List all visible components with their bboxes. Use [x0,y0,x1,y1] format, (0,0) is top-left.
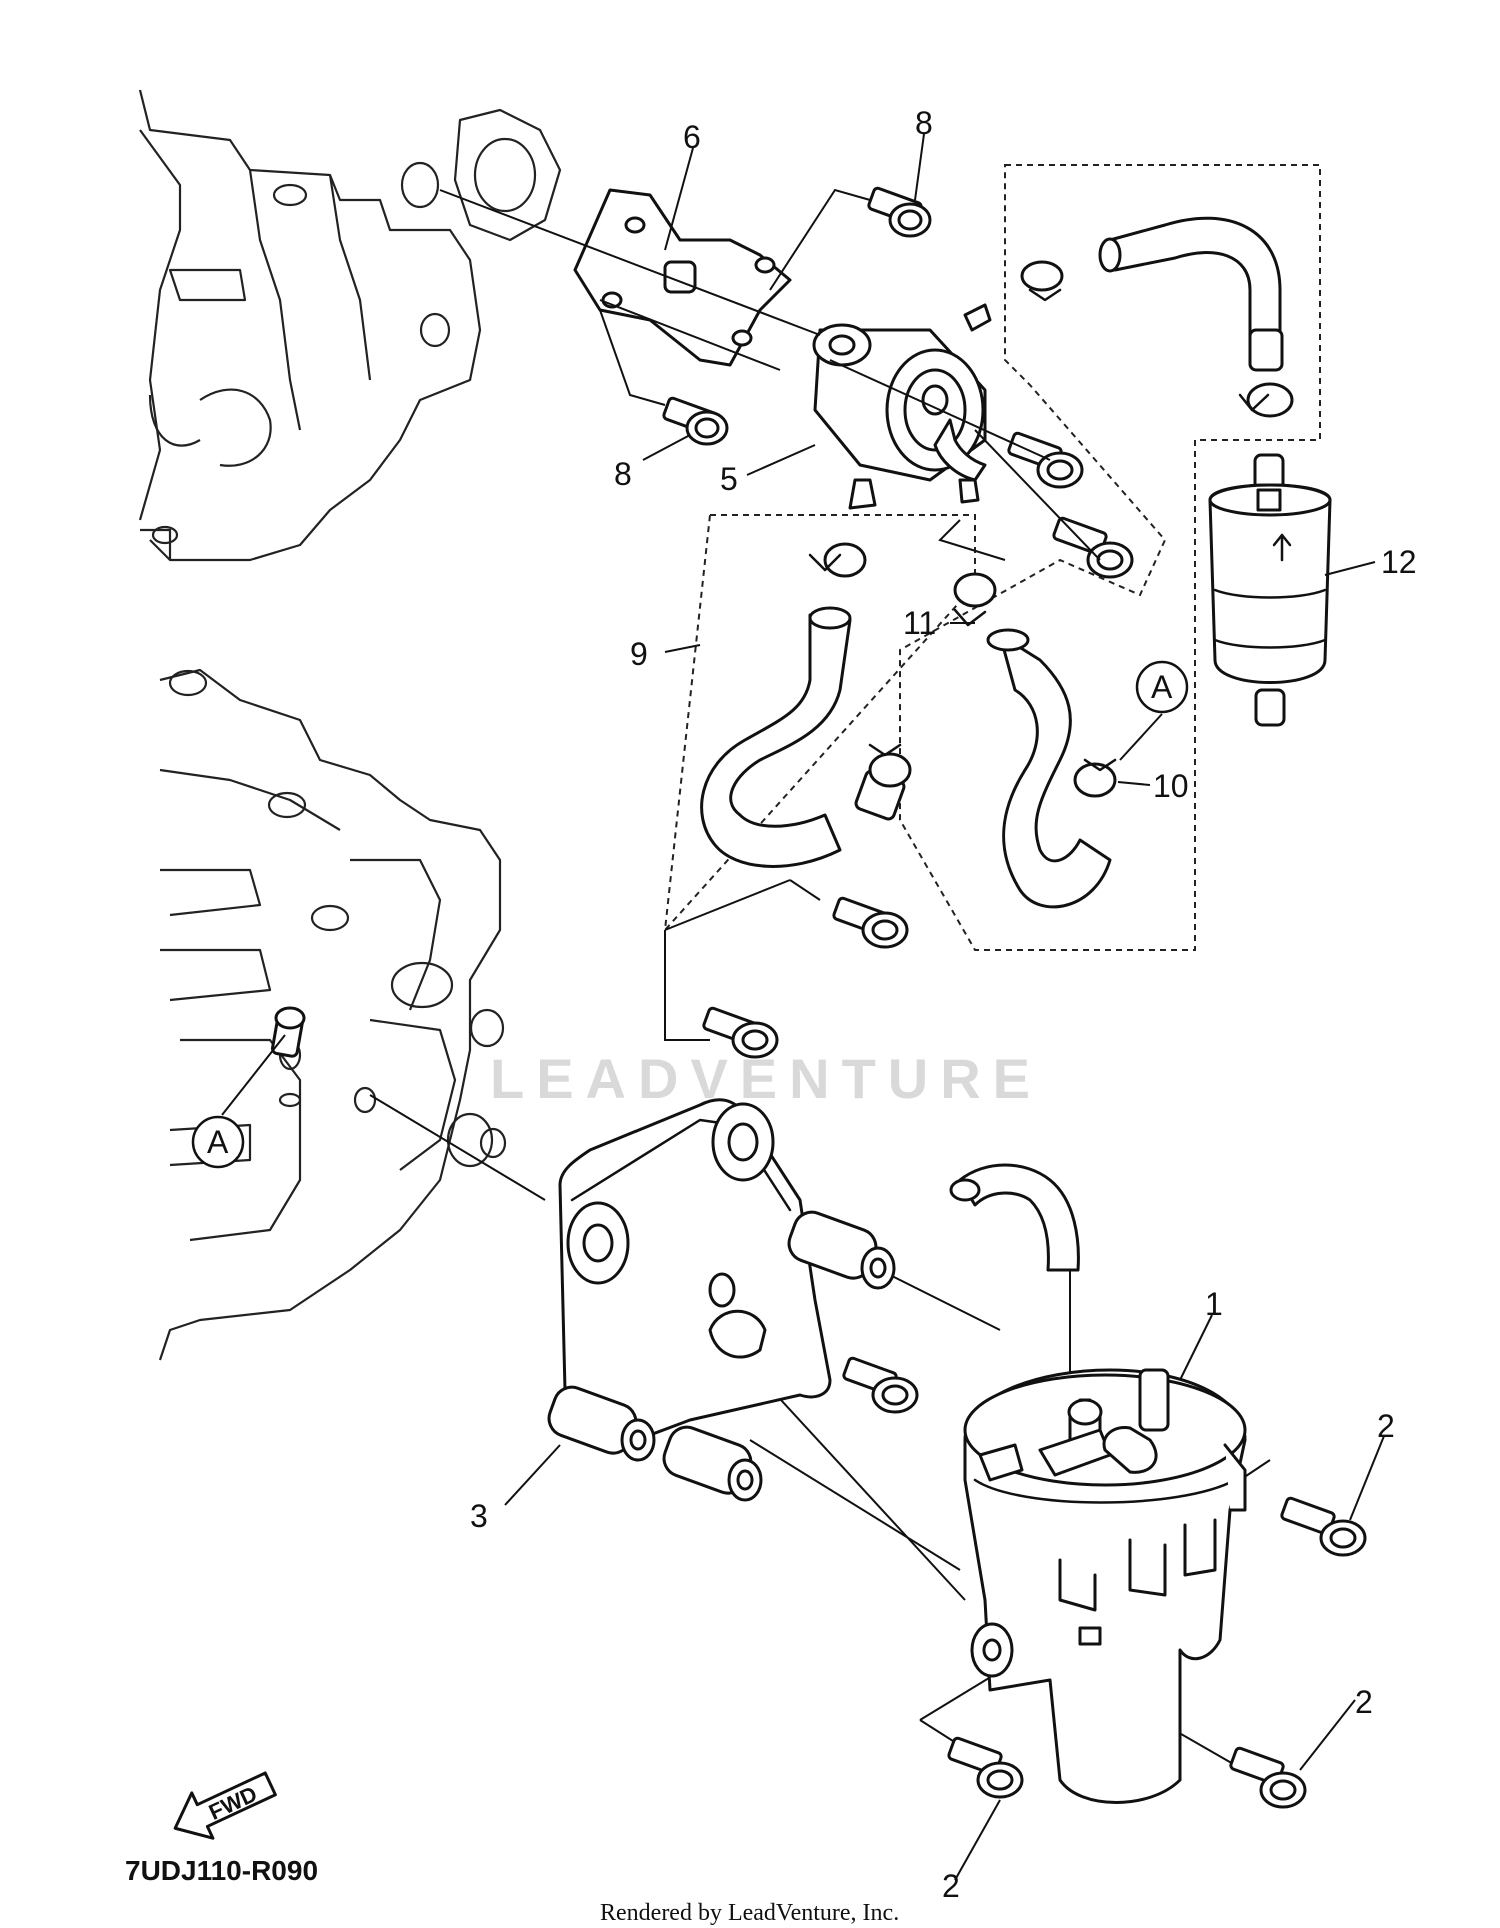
bolt-bracket-a [832,896,909,949]
callout-leaders [221,133,1385,1881]
callout-9: 9 [630,636,648,672]
fuel-hose-right [986,628,1112,909]
upper-fuel-hose [1098,216,1284,372]
bolt-upper-8 [867,186,932,238]
bolt-bracket-c [842,1356,919,1414]
inline-fuel-filter [1208,453,1332,727]
fwd-direction-arrow: FWD [173,1771,277,1840]
callout-11: 11 [903,605,936,641]
callout-8-lower: 8 [614,456,632,492]
bolt-pump-right-a [1007,431,1084,489]
callout-2-bottom: 2 [942,1868,960,1904]
reference-marker-a-lower: A [191,1115,245,1169]
bolt-separator-bottom-left [947,1736,1024,1799]
callout-12: 12 [1381,544,1417,580]
callout-10: 10 [1153,768,1189,804]
svg-text:A: A [1151,669,1173,705]
bolt-separator-bottom-right [1229,1746,1307,1809]
callout-6: 6 [683,119,701,155]
bracket-mount-bushing-bottom [662,1425,763,1502]
diagram-code: 7UDJ110-R090 [125,1855,318,1886]
pump-mounting-plate [573,188,792,367]
fuel-filter-group-box [899,164,1321,951]
hose-clip-pump-left [808,542,867,578]
callout-3: 3 [470,1498,488,1534]
hose-clip-filter [1238,382,1294,418]
callout-1: 1 [1205,1286,1223,1322]
callout-2-right: 2 [1377,1408,1395,1444]
bolt-separator-right [1280,1496,1367,1557]
watermark: LEADVENTURE [490,1047,1042,1110]
bracket-bolt-guides [664,879,821,1041]
footer-credit: Rendered by LeadVenture, Inc. [600,1900,899,1926]
callout-5: 5 [720,461,738,497]
bracket-mount-bushing-right [787,1210,896,1290]
bolt-bracket-b [702,1006,779,1059]
fuel-pump [812,303,992,510]
mounting-bracket [558,1098,832,1452]
reference-marker-a-upper: A [1135,660,1189,714]
hose-clip-mid [868,743,912,788]
svg-text:A: A [207,1124,229,1160]
callout-2-bottom-right: 2 [1355,1684,1373,1720]
vapor-vent-hose [949,1163,1080,1272]
bracket-mount-bushing-lower [547,1385,656,1462]
bolt-pump-right-b [1052,516,1134,579]
engine-block-lower [158,668,507,1361]
bolt-lower-8 [662,396,729,446]
fuel-hose-left [700,606,906,868]
hose-clip-upper [1020,260,1064,302]
stud-engine-a [271,1006,306,1058]
hose-clip-11 [953,572,997,627]
callout-8-upper: 8 [915,105,933,141]
engine-block-upper [138,89,562,562]
vapor-separator-tank [963,1368,1247,1804]
hose-clip-10 [1073,758,1117,798]
